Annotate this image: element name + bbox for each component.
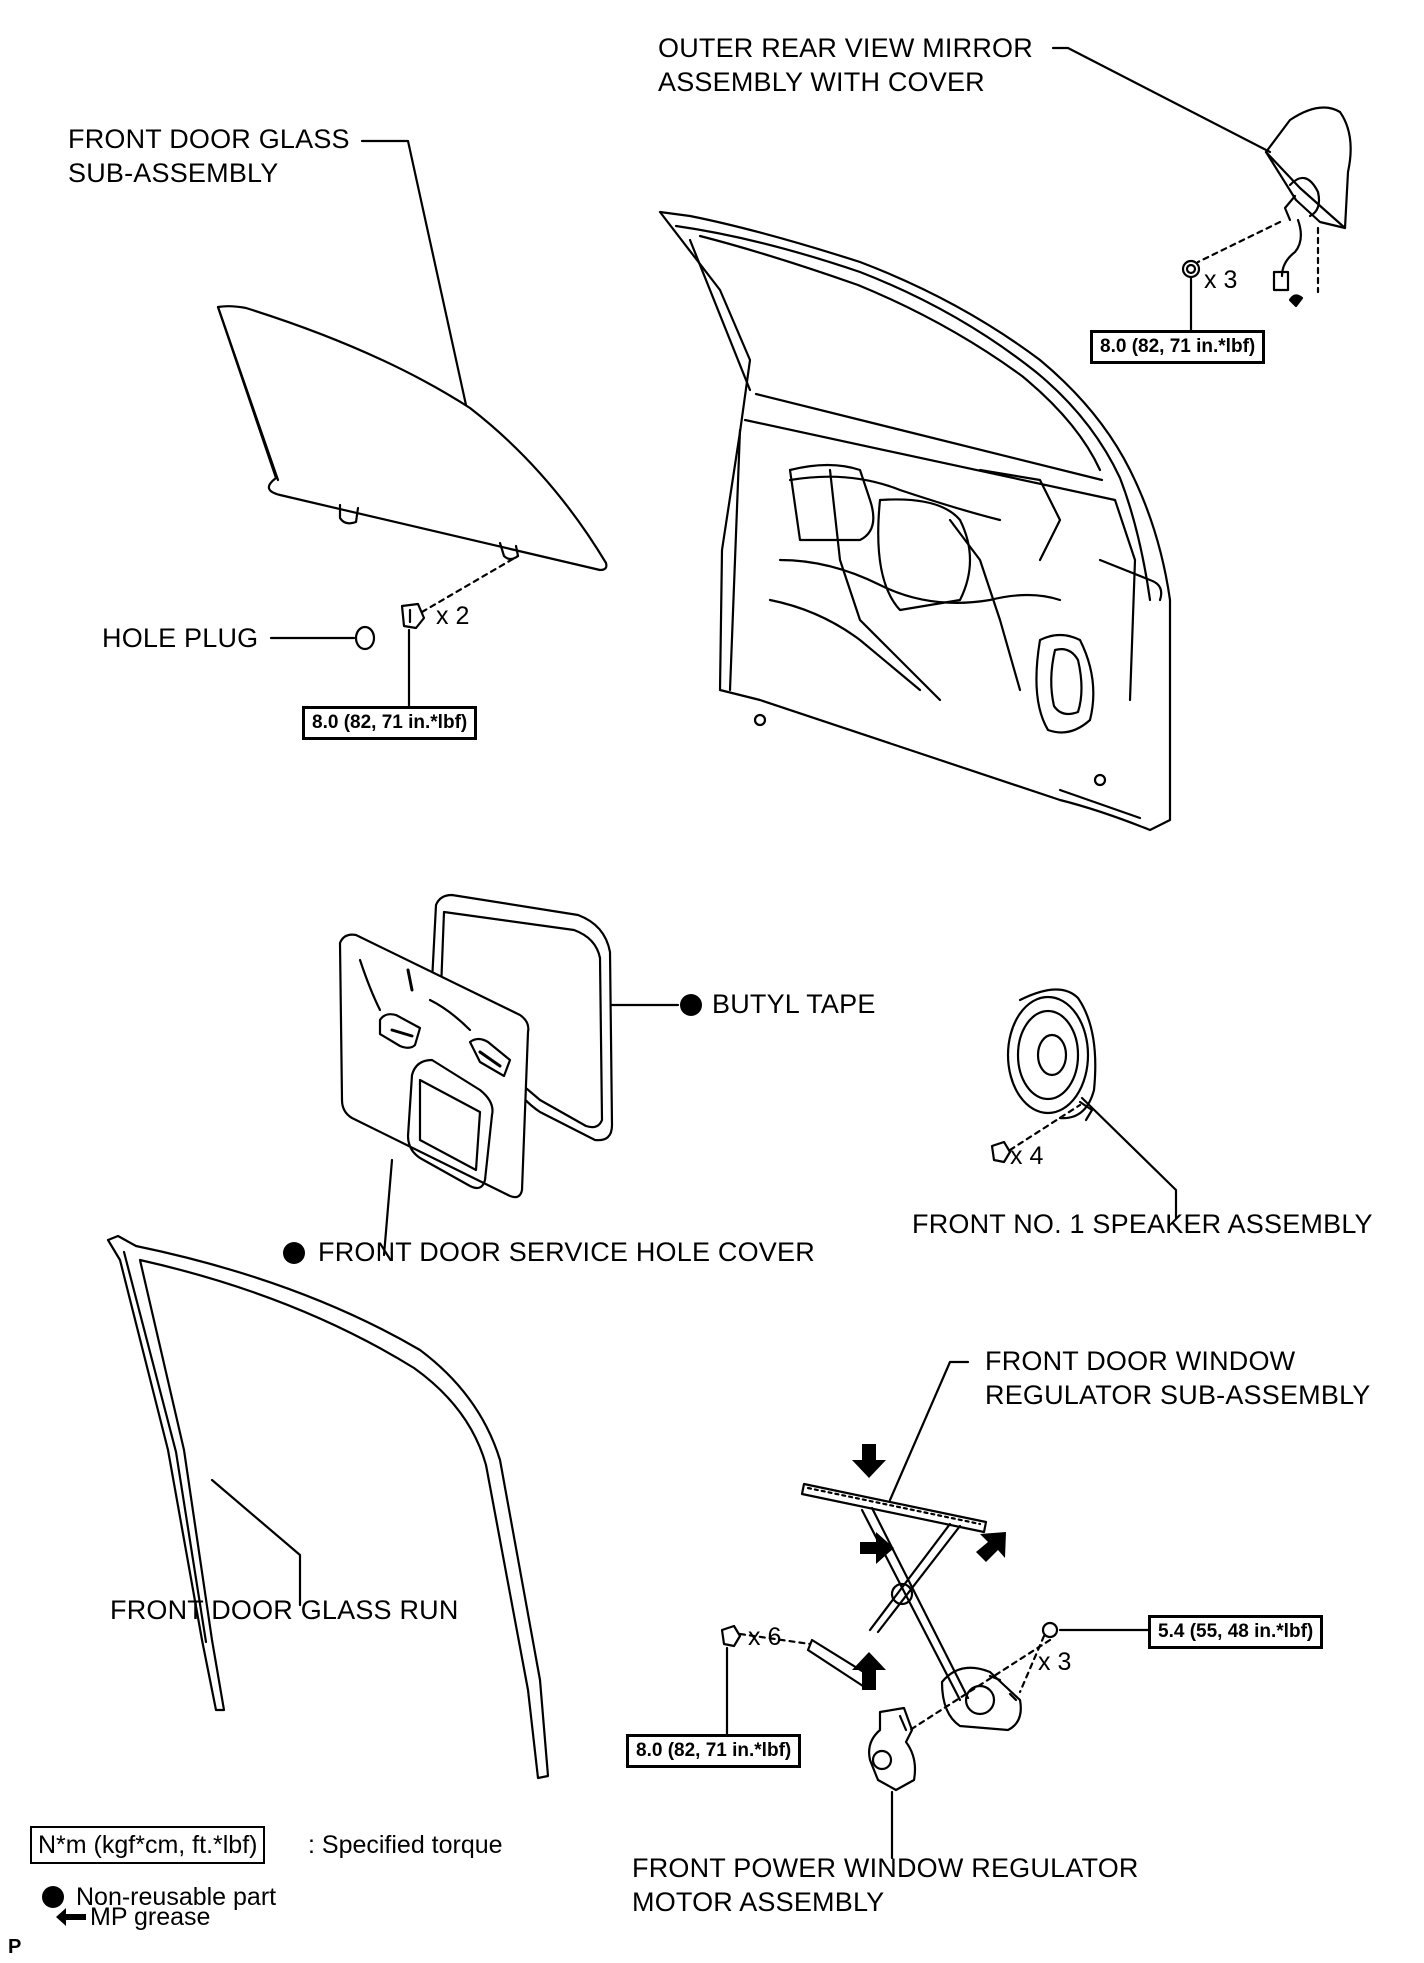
glass-leader-line: [360, 139, 468, 407]
mirror-label-line2: ASSEMBLY WITH COVER: [658, 67, 985, 97]
legend-nonreusable-text: Non-reusable part: [76, 1883, 277, 1911]
legend-grease-text: MP grease: [90, 1903, 211, 1931]
nonreusable-dot-service-cover: [283, 1242, 305, 1264]
service-hole-cover-illustration: [338, 933, 530, 1199]
mirror-leader-line: [1051, 46, 1272, 154]
regulator-nut-qty: x 3: [1038, 1648, 1072, 1676]
glass-torque-box: 8.0 (82, 71 in.*lbf): [302, 706, 478, 740]
hole-plug-illustration: [354, 625, 376, 651]
regulator-motor-illustration: [868, 1706, 917, 1792]
regulator-nut-illustration: [1041, 1621, 1059, 1639]
speaker-bolt-illustration: [990, 1140, 1012, 1164]
glass-bolt-illustration: [400, 602, 426, 630]
motor-label-line2: MOTOR ASSEMBLY: [632, 1887, 885, 1917]
regulator-bolt-illustration: [720, 1624, 742, 1648]
regulator-label-line1: FRONT DOOR WINDOW: [985, 1346, 1296, 1376]
service-cover-leader: [382, 1158, 394, 1257]
service-cover-label: FRONT DOOR SERVICE HOLE COVER: [318, 1237, 815, 1267]
regulator-bolt-torque-box: 8.0 (82, 71 in.*lbf): [626, 1734, 802, 1768]
glass-run-leader: [210, 1478, 302, 1607]
corner-mark: P: [8, 1936, 22, 1958]
glass-label-line2: SUB-ASSEMBLY: [68, 158, 279, 188]
butyl-tape-label: BUTYL TAPE: [712, 989, 876, 1019]
mirror-torque-box: 8.0 (82, 71 in.*lbf): [1090, 330, 1266, 364]
legend-torque-box: N*m (kgf*cm, ft.*lbf): [30, 1826, 266, 1864]
glass-run-label: FRONT DOOR GLASS RUN: [110, 1595, 459, 1625]
hole-plug-label: HOLE PLUG: [102, 623, 259, 653]
door-panel-illustration: [658, 210, 1172, 832]
nonreusable-dot-butyl: [680, 994, 702, 1016]
glass-run-illustration: [106, 1234, 550, 1780]
grease-arrows: [56, 1444, 1006, 1926]
glass-qty: x 2: [436, 602, 470, 630]
speaker-label: FRONT NO. 1 SPEAKER ASSEMBLY: [912, 1209, 1373, 1239]
mirror-label-line1: OUTER REAR VIEW MIRROR: [658, 33, 1033, 63]
speaker-qty: x 4: [1010, 1142, 1044, 1170]
mirror-qty: x 3: [1204, 266, 1238, 294]
speaker-illustration: [1006, 988, 1097, 1122]
speaker-leader: [1080, 1096, 1178, 1220]
regulator-label-line2: REGULATOR SUB-ASSEMBLY: [985, 1380, 1371, 1410]
regulator-bolt-qty: x 6: [748, 1623, 782, 1651]
regulator-nut-torque-box: 5.4 (55, 48 in.*lbf): [1148, 1615, 1324, 1649]
window-regulator-illustration: [800, 1482, 1022, 1732]
outer-mirror-illustration: [1181, 106, 1352, 308]
glass-label-line1: FRONT DOOR GLASS: [68, 124, 350, 154]
front-door-glass-illustration: [216, 305, 608, 572]
legend-torque-desc: : Specified torque: [308, 1831, 503, 1859]
regulator-leader: [888, 1360, 970, 1502]
motor-label-line1: FRONT POWER WINDOW REGULATOR: [632, 1853, 1139, 1883]
legend-nonreusable-dot: [42, 1886, 64, 1908]
